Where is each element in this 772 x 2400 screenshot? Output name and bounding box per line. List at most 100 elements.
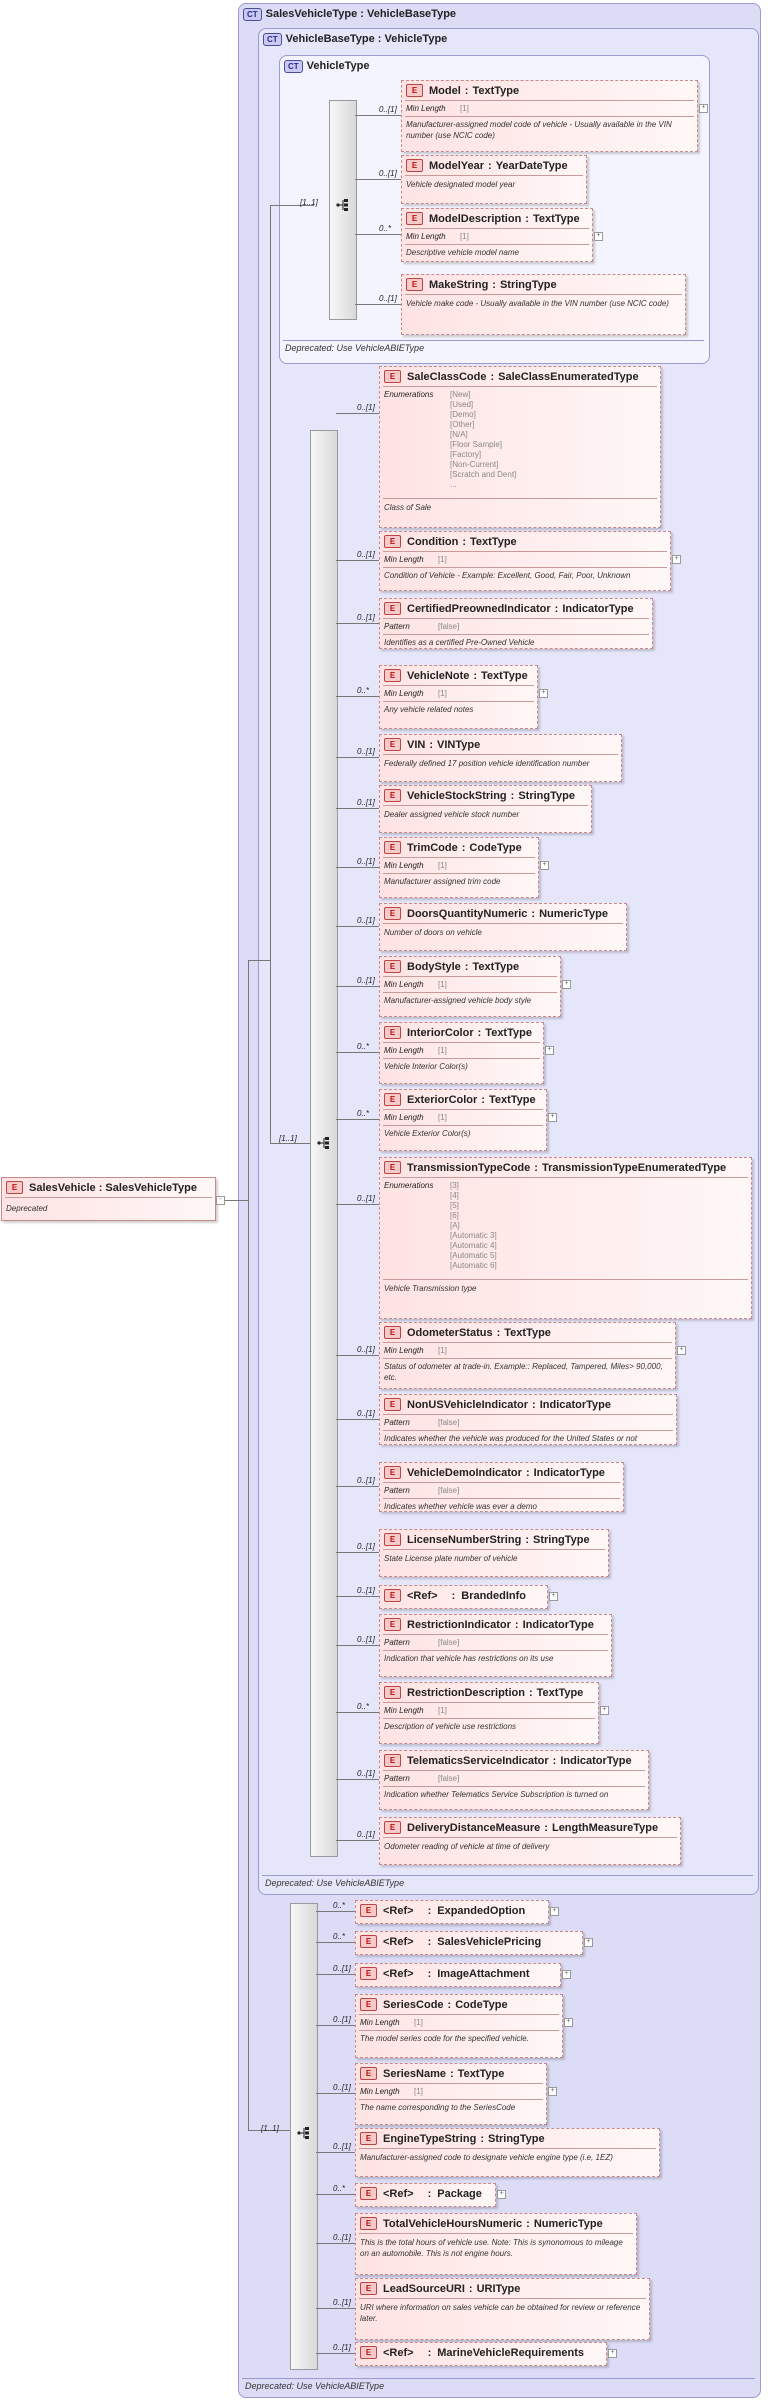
root-element-sales-vehicle[interactable]: E SalesVehicle : SalesVehicleType Deprec…	[1, 1177, 216, 1221]
expand-icon[interactable]: +	[677, 1346, 686, 1355]
enum-value: [5]	[450, 1201, 459, 1210]
el-indicator-type-description: Indicates whether the vehicle was produc…	[384, 1434, 638, 1443]
element-badge: E	[384, 1533, 401, 1546]
expand-icon[interactable]: +	[600, 1706, 609, 1715]
el-code-type-name: TrimCode	[407, 841, 458, 854]
occurs-label: 0..[1]	[333, 2015, 351, 2024]
root-element-header: E SalesVehicle : SalesVehicleType	[6, 1181, 197, 1194]
element-connector	[355, 304, 401, 305]
occurs-label: 0..[1]	[379, 294, 397, 303]
card-rule	[383, 1358, 672, 1359]
element-connector	[336, 413, 379, 414]
ct-outer-rule	[242, 2378, 755, 2379]
occurs-label: 0..[1]	[357, 1635, 375, 1644]
el-sales-vehicle-pricing-card[interactable]: E<Ref>:SalesVehiclePricing	[355, 1931, 583, 1955]
occurs-label: 0..[1]	[357, 976, 375, 985]
occurs-label: 0..[1]	[333, 2298, 351, 2307]
el-string-type-name: VehicleStockString	[407, 789, 507, 802]
facet-label: Min Length	[406, 104, 446, 113]
ct-inner-deprecated: Deprecated: Use VehicleABIEType	[285, 343, 425, 353]
expand-icon[interactable]: +	[549, 1592, 558, 1601]
type-separator: :	[552, 1754, 557, 1767]
el-expanded-option-card[interactable]: E<Ref>:ExpandedOption	[355, 1900, 549, 1924]
el-marine-vehicle-requirements-card[interactable]: E<Ref>:MarineVehicleRequirements	[355, 2342, 607, 2366]
element-connector	[336, 1645, 379, 1646]
card-rule	[383, 1718, 595, 1719]
expand-icon[interactable]: +	[672, 555, 681, 564]
expand-icon[interactable]: +	[539, 689, 548, 698]
element-connector	[336, 1119, 379, 1120]
expand-icon[interactable]: +	[699, 104, 708, 113]
ct-outer-deprecated: Deprecated: Use VehicleABIEType	[245, 2381, 385, 2391]
el-image-attachment-card[interactable]: E<Ref>:ImageAttachment	[355, 1963, 561, 1987]
expand-icon[interactable]: +	[564, 2018, 573, 2027]
el-package-card[interactable]: E<Ref>:Package	[355, 2183, 496, 2207]
expand-icon[interactable]: +	[545, 1046, 554, 1055]
expand-icon[interactable]: +	[562, 1970, 571, 1979]
expand-icon[interactable]: +	[497, 2190, 506, 2199]
expand-icon[interactable]: +	[608, 2349, 617, 2358]
el-text-type-description: Manufacturer-assigned vehicle body style	[384, 996, 532, 1005]
expand-icon[interactable]: +	[540, 861, 549, 870]
enumerations-label: Enumerations	[384, 1181, 434, 1190]
facet-label: Min Length	[384, 1113, 424, 1122]
el-uritype-name: LeadSourceURI	[383, 2282, 465, 2295]
el-branded-info-card[interactable]: E<Ref>:BrandedInfo	[379, 1585, 548, 1609]
element-connector	[336, 1596, 379, 1597]
expand-icon[interactable]: +	[548, 2087, 557, 2096]
expand-icon[interactable]: +	[562, 980, 571, 989]
mid-to-inner-seq	[270, 205, 314, 206]
el-text-type-description: Manufacturer-assigned model code of vehi…	[406, 120, 672, 140]
el-uritype-type: URIType	[476, 2282, 521, 2295]
enum-value: [Automatic 6]	[450, 1261, 497, 1270]
el-text-type-description: Vehicle Interior Color(s)	[384, 1062, 468, 1071]
expand-icon[interactable]: +	[594, 232, 603, 241]
expand-icon[interactable]: +	[550, 1907, 559, 1916]
root-expand-icon[interactable]: -	[216, 1196, 225, 1205]
type-separator: :	[427, 1967, 432, 1980]
enum-value: [Floor Sample]	[450, 440, 503, 449]
expand-icon[interactable]: +	[548, 1113, 557, 1122]
expand-icon[interactable]: +	[584, 1938, 593, 1947]
element-connector	[316, 1942, 355, 1943]
el-text-type-name: Model	[429, 84, 461, 97]
enum-value: [Scratch and Dent]	[450, 470, 517, 479]
occurs-label: 0..*	[379, 224, 392, 233]
card-rule	[383, 701, 534, 702]
card-rule	[383, 857, 535, 858]
card-rule	[359, 2083, 543, 2084]
